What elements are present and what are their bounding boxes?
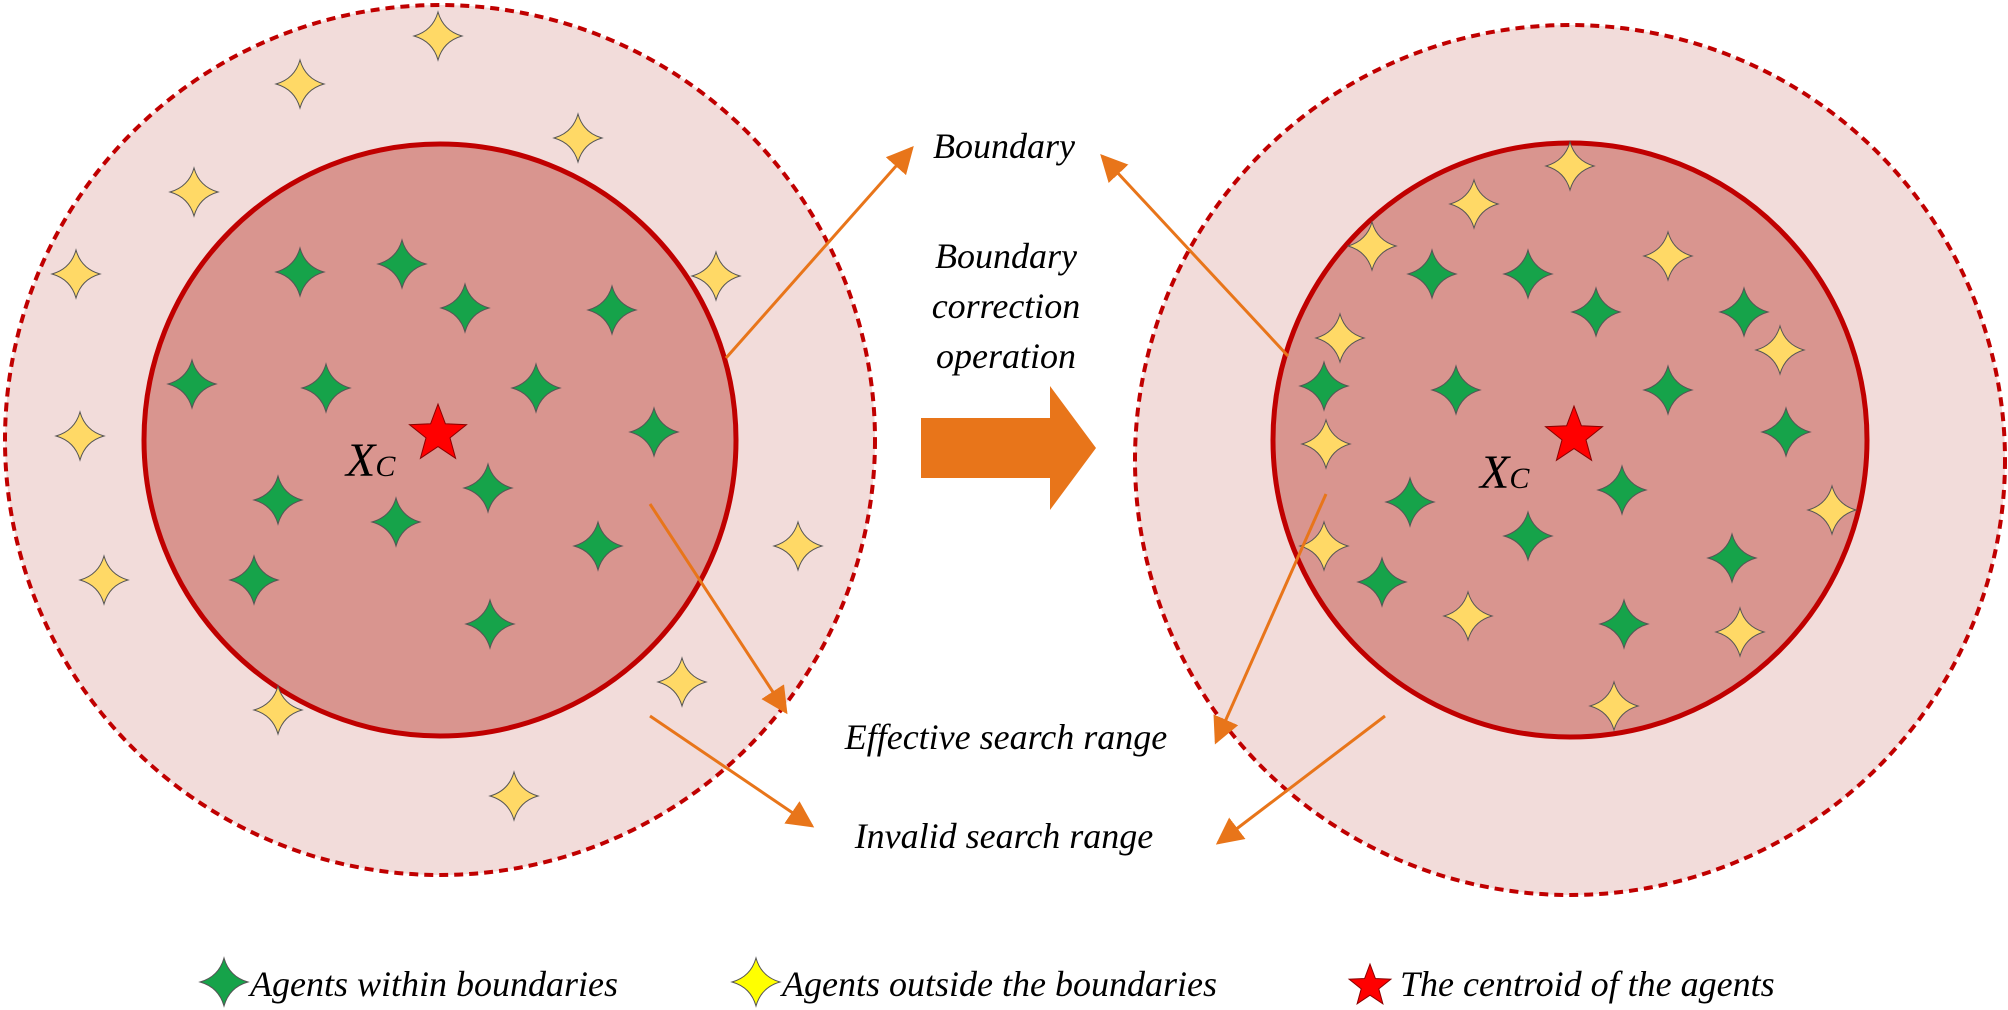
agent-outside-icon [1544, 140, 1596, 192]
centroid-star-icon [1544, 404, 1604, 462]
agent-outside-icon [412, 10, 464, 62]
agent-within-icon [300, 362, 352, 414]
agent-outside-icon [1346, 220, 1398, 272]
agent-within-icon [370, 496, 422, 548]
agent-within-icon [1570, 286, 1622, 338]
left-centroid-label: XC [344, 434, 396, 487]
agent-outside-icon [488, 770, 540, 822]
left-diagram: XC [3, 3, 877, 877]
agent-outside-icon [656, 656, 708, 708]
agent-within-icon [1406, 248, 1458, 300]
annotation-arrows [648, 145, 1386, 845]
arrow-effective-left [648, 503, 788, 715]
agent-outside-icon [690, 250, 742, 302]
agent-outside-icon [1754, 324, 1806, 376]
agent-outside-icon [772, 520, 824, 572]
agent-within-icon [1642, 364, 1694, 416]
agent-within-icon [628, 406, 680, 458]
operation-label-line3: operation [936, 336, 1076, 376]
operation-label-line1: Boundary [935, 236, 1077, 276]
agent-within-icon [462, 462, 514, 514]
legend-icons [198, 956, 1393, 1008]
agent-within-icon [439, 282, 491, 334]
agent-within-icon [1502, 248, 1554, 300]
legend-red-star-icon [1347, 962, 1393, 1005]
agent-outside-icon [1442, 590, 1494, 642]
arrow-invalid-right [1215, 714, 1386, 845]
legend-yellow-icon [730, 956, 782, 1008]
left-agents [50, 10, 824, 822]
legend-red-label: The centroid of the agents [1400, 964, 1775, 1004]
agent-within-icon [586, 284, 638, 336]
agent-outside-icon [1714, 606, 1766, 658]
agent-outside-icon [1588, 680, 1640, 732]
agent-within-icon [1598, 598, 1650, 650]
arrow-effective-right [1213, 493, 1328, 745]
agent-within-icon [1502, 510, 1554, 562]
agent-outside-icon [274, 58, 326, 110]
agent-within-icon [252, 474, 304, 526]
left-centroid: XC [344, 434, 396, 487]
right-diagram: XC [1133, 23, 2007, 897]
right-centroid-label: XC [1478, 446, 1530, 499]
agent-within-icon [1430, 364, 1482, 416]
agent-within-icon [464, 598, 516, 650]
agent-within-icon [274, 246, 326, 298]
agent-outside-icon [1448, 178, 1500, 230]
agent-outside-icon [1642, 230, 1694, 282]
agent-within-icon [1718, 286, 1770, 338]
agent-within-icon [376, 238, 428, 290]
agent-outside-icon [1314, 312, 1366, 364]
operation-label-line2: correction [932, 286, 1081, 326]
agent-outside-icon [54, 410, 106, 462]
agent-outside-icon [168, 166, 220, 218]
agent-within-icon [510, 362, 562, 414]
transition-arrow [921, 386, 1096, 510]
boundary-label: Boundary [933, 126, 1075, 166]
legend-green-label: Agents within boundaries [248, 964, 618, 1004]
agent-outside-icon [252, 684, 304, 736]
invalid-range-label: Invalid search range [854, 816, 1154, 856]
effective-range-label: Effective search range [844, 717, 1168, 757]
arrow-invalid-left [649, 714, 815, 828]
agent-within-icon [1356, 556, 1408, 608]
legend: Agents within boundaries Agents outside … [198, 956, 1775, 1008]
agent-within-icon [1706, 532, 1758, 584]
agent-within-icon [1298, 360, 1350, 412]
agent-within-icon [228, 554, 280, 606]
agent-outside-icon [1298, 520, 1350, 572]
arrow-boundary-left [724, 145, 914, 359]
agent-within-icon [166, 358, 218, 410]
agent-outside-icon [1806, 484, 1858, 536]
agent-within-icon [572, 520, 624, 572]
agent-outside-icon [552, 112, 604, 164]
arrow-boundary-right [1100, 154, 1290, 358]
right-agents [1298, 140, 1858, 732]
centroid-star-icon [408, 402, 468, 460]
agent-within-icon [1596, 464, 1648, 516]
right-centroid: XC [1478, 446, 1530, 499]
legend-yellow-label: Agents outside the boundaries [780, 964, 1217, 1004]
agent-outside-icon [1300, 418, 1352, 470]
agent-within-icon [1384, 476, 1436, 528]
legend-green-icon [198, 956, 250, 1008]
agent-outside-icon [78, 554, 130, 606]
agent-outside-icon [50, 248, 102, 300]
agent-within-icon [1760, 406, 1812, 458]
